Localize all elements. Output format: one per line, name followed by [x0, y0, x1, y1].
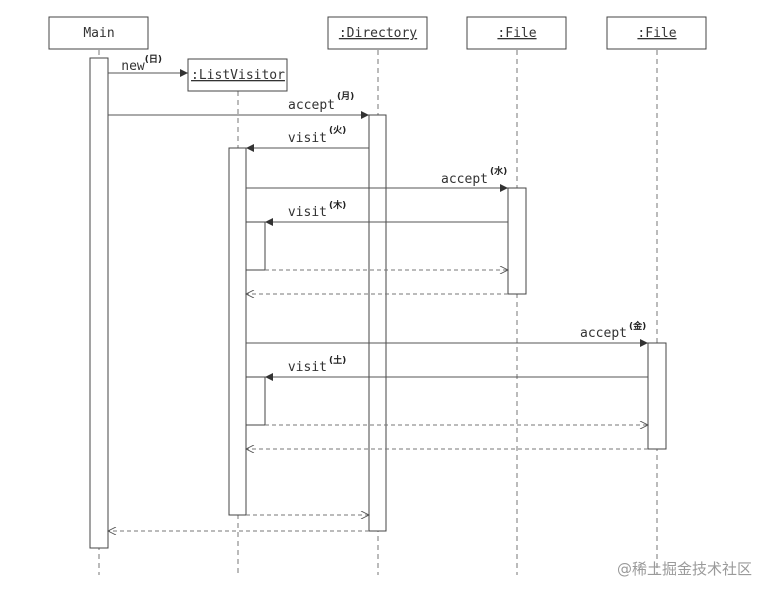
message-visit-file2-label: visit	[288, 360, 327, 375]
activation-directory	[368, 114, 387, 532]
message-visit-directory-label: visit	[288, 131, 327, 146]
participant-box-listvisitor	[187, 58, 288, 92]
message-accept-directory-sup: (月)	[337, 91, 354, 102]
watermark-text: @稀土掘金技术社区	[617, 560, 752, 578]
message-new-sup: (日)	[145, 54, 162, 65]
message-visit-file1-name: visit	[288, 205, 327, 220]
activation-listvisitor	[228, 147, 247, 516]
message-visit-directory-name: visit	[288, 131, 327, 146]
message-new-label: new(日)	[121, 54, 162, 74]
message-accept-file2-name: accept	[580, 326, 627, 341]
participant-box-file2	[606, 16, 707, 50]
message-visit-file2-name: visit	[288, 360, 327, 375]
message-visit-file1-label: visit	[288, 205, 327, 220]
participant-listvisitor: :ListVisitor	[191, 68, 285, 83]
activation-listvisitor-nested-1	[245, 221, 266, 271]
activation-main	[89, 57, 109, 549]
message-visit-file2-sup: (土)	[329, 354, 346, 366]
participant-main: Main	[83, 26, 114, 41]
message-accept-directory-name: accept	[288, 98, 335, 113]
message-visit-directory-sup: (火)	[329, 125, 346, 136]
message-accept-file2-label: accept	[580, 326, 627, 341]
participant-file1: :File	[497, 26, 536, 41]
message-accept-file1-name: accept	[441, 172, 488, 187]
activation-file2	[647, 342, 667, 450]
message-visit-file1-sup: (木)	[329, 199, 346, 211]
participant-file2: :File	[637, 26, 676, 41]
participant-box-file1	[466, 16, 567, 50]
message-accept-file1-sup: (水)	[490, 165, 507, 177]
message-accept-directory-label: accept	[288, 98, 335, 113]
message-new-name: new	[121, 59, 145, 74]
participant-box-directory	[327, 16, 428, 50]
activation-file1	[507, 187, 527, 295]
message-accept-file1-label: accept	[441, 172, 488, 187]
message-accept-file2-sup: (金)	[629, 320, 646, 332]
activation-listvisitor-nested-2	[245, 376, 266, 426]
participant-directory: :Directory	[339, 26, 417, 41]
participant-box-main	[48, 16, 149, 50]
